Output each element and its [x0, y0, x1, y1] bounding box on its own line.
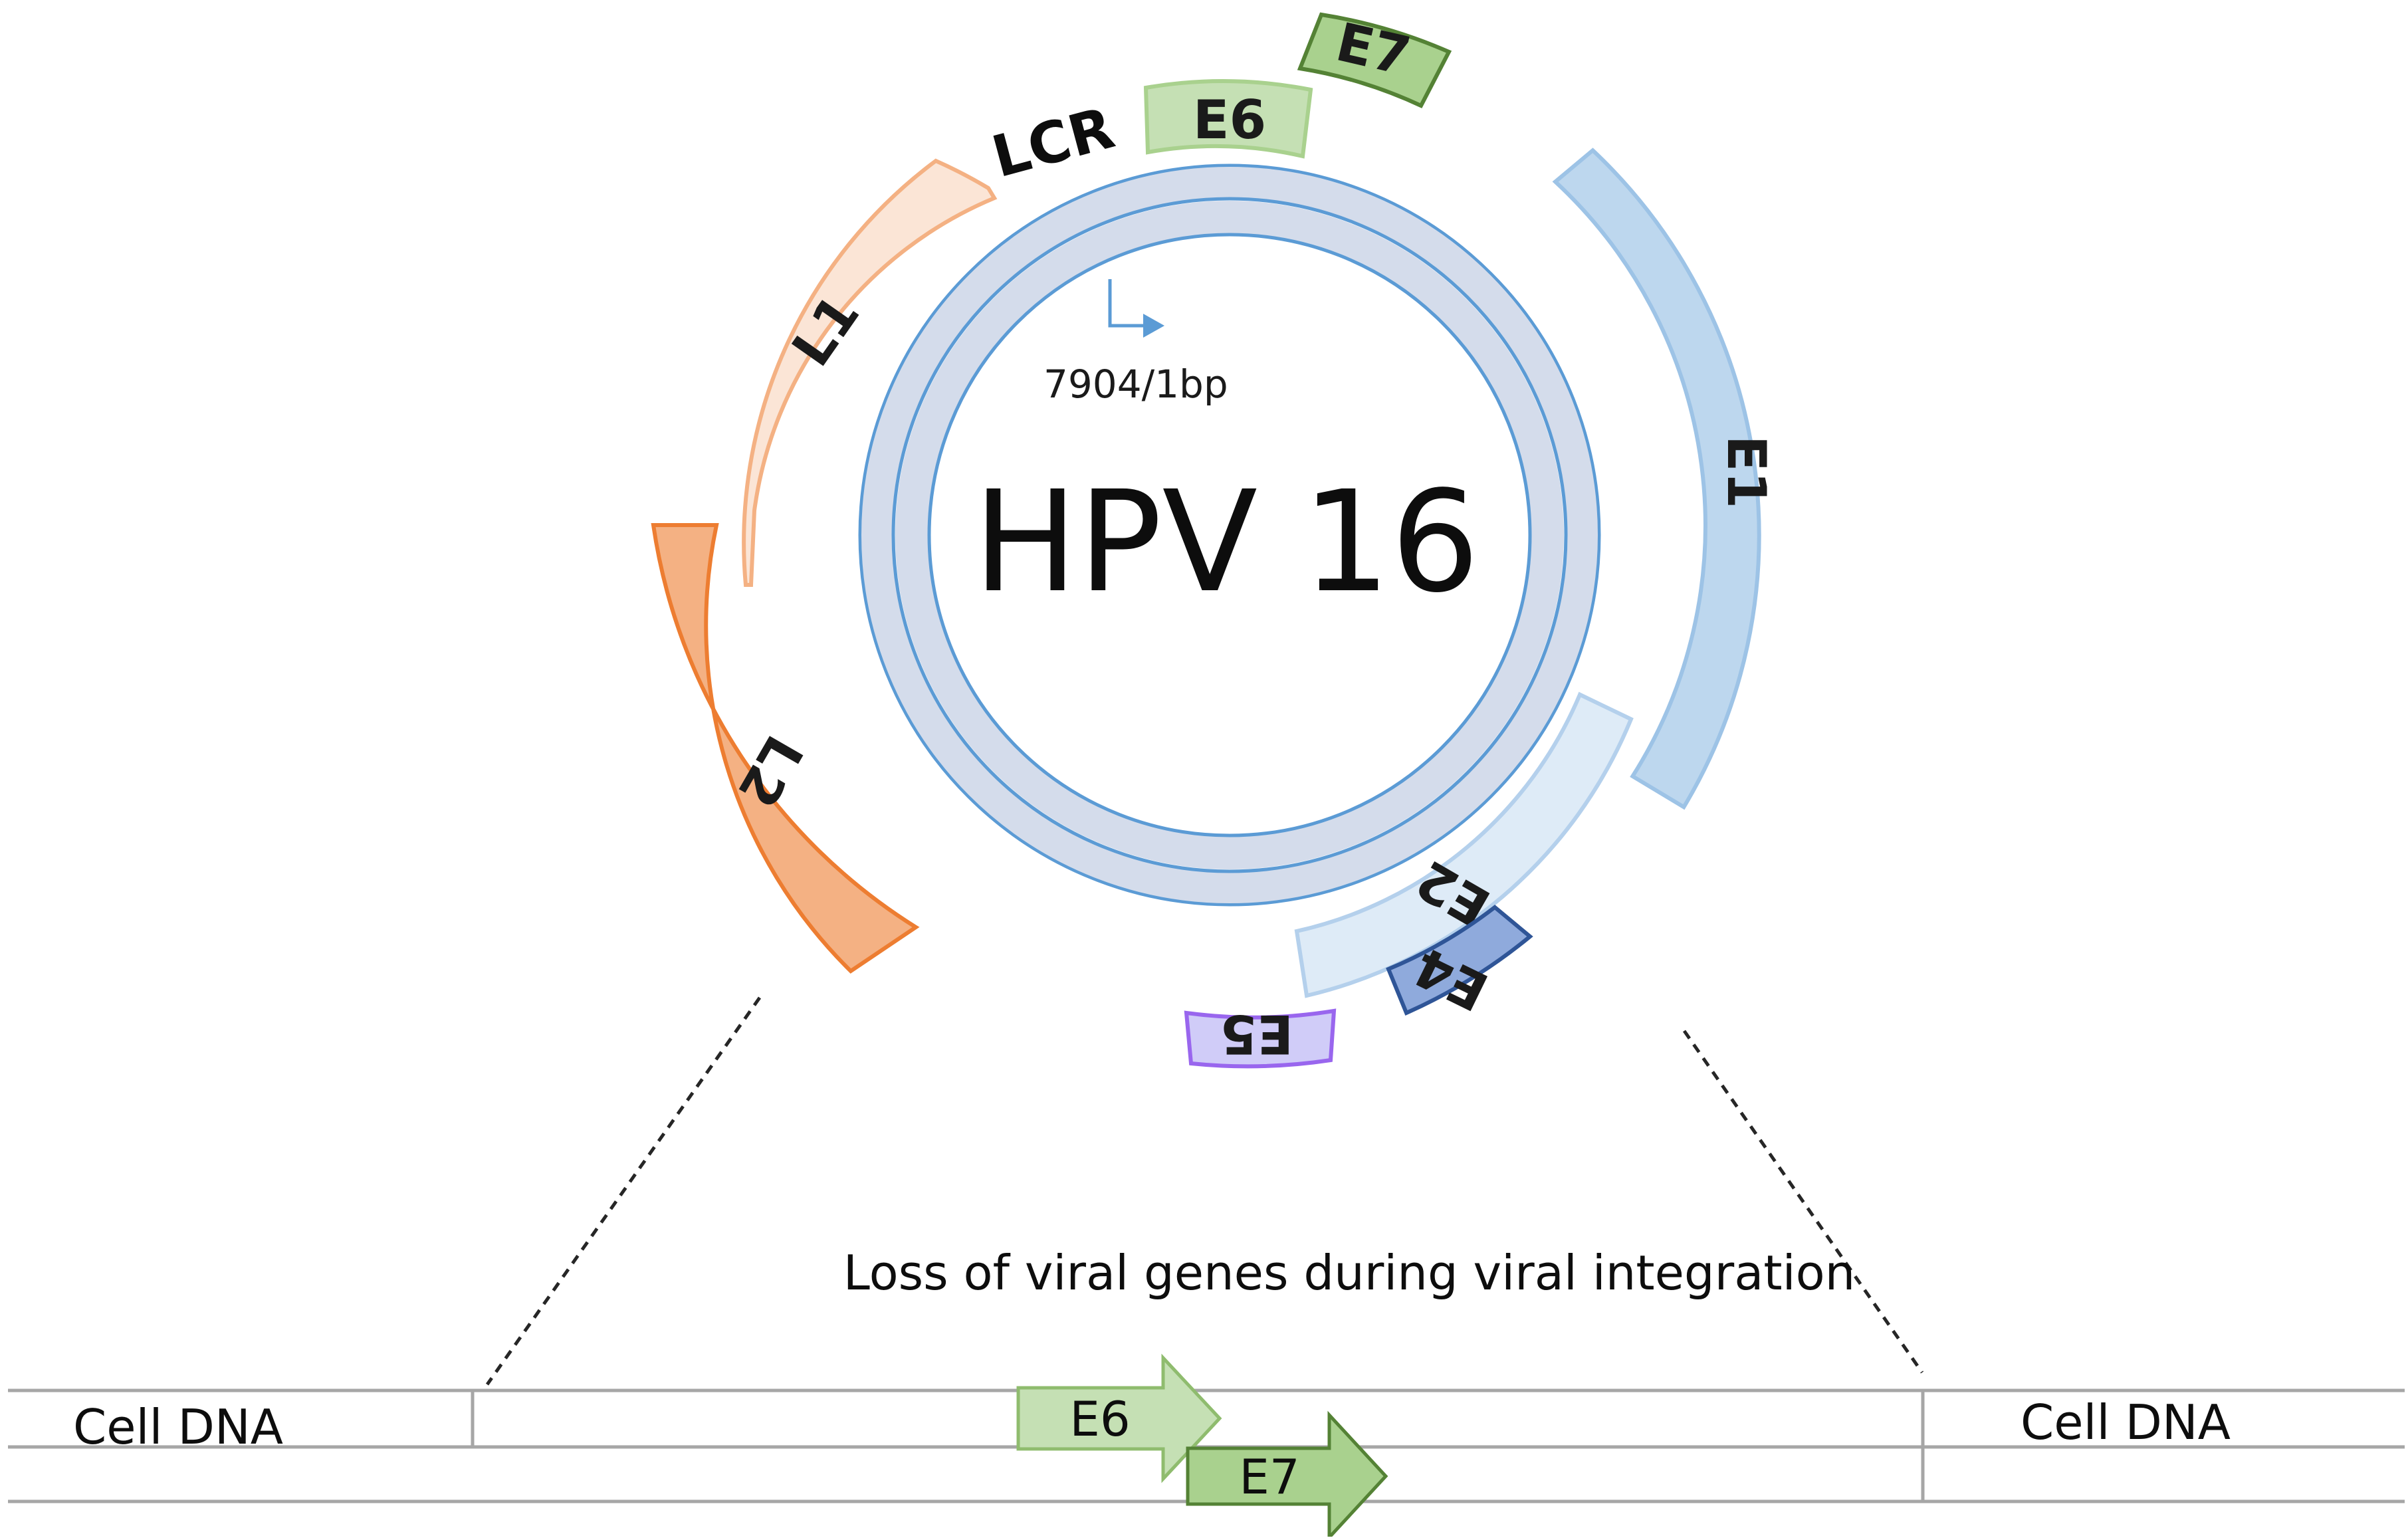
- integration-caption: Loss of viral genes during viral integra…: [843, 1245, 1856, 1301]
- gene-e5: E5: [1184, 1003, 1337, 1069]
- origin-marker: 7904/1bp: [1043, 279, 1228, 407]
- integrated-e7-label: E7: [1239, 1449, 1299, 1505]
- gene-e7-arc: [1297, 12, 1452, 108]
- gene-e1-label: E1: [1715, 435, 1777, 508]
- gene-l1: L1: [742, 158, 998, 587]
- gene-e1-arc: [1552, 148, 1761, 810]
- genome-ring: [858, 164, 1601, 907]
- zoom-line-right: [1682, 1030, 1924, 1374]
- gene-e6-arc: [1143, 79, 1313, 159]
- ring-outer-band: [861, 167, 1598, 903]
- gene-e2: E2: [1294, 691, 1634, 998]
- origin-arrow-line: [1108, 279, 1147, 328]
- ring-middle-edge: [891, 197, 1568, 873]
- gene-e2-arc: [1294, 691, 1634, 998]
- integrated-e7-arrow: E7: [1186, 1410, 1388, 1540]
- gene-e5-arc: [1184, 1008, 1337, 1069]
- integrated-e6-label: E6: [1069, 1391, 1130, 1447]
- integrated-e7-arrow-shape: [1186, 1410, 1388, 1540]
- gene-e5-label: E5: [1220, 1003, 1293, 1065]
- gene-e6: E6: [1143, 79, 1313, 159]
- ring-inner-edge: [927, 233, 1532, 837]
- integrated-dna-track: Cell DNA Cell DNA: [8, 1388, 2405, 1503]
- genome-title: HPV 16: [973, 461, 1479, 623]
- gene-e6-label: E6: [1193, 89, 1266, 151]
- gene-e7: E7: [1297, 11, 1452, 108]
- gene-lcr-label: LCR: [986, 95, 1121, 191]
- gene-e4-arc: [1386, 905, 1533, 1016]
- gene-l2-arc: [651, 523, 920, 974]
- ring-outer-edge: [858, 164, 1601, 907]
- ring-inner-band: [895, 201, 1564, 869]
- origin-label: 7904/1bp: [1043, 362, 1228, 407]
- cell-dna-left-label: Cell DNA: [73, 1399, 283, 1455]
- integrated-e6-arrow: E6: [1016, 1353, 1222, 1484]
- gene-l1-arc: [742, 158, 998, 587]
- cell-dna-right-label: Cell DNA: [2021, 1394, 2231, 1450]
- origin-arrow-head-icon: [1143, 314, 1164, 338]
- gene-e1: E1: [1552, 148, 1777, 810]
- zoom-line-left: [485, 996, 762, 1386]
